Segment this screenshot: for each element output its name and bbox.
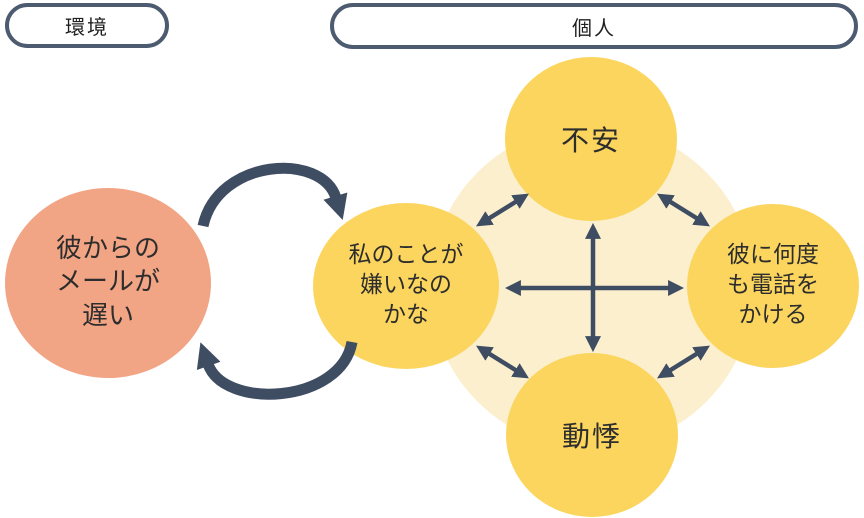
node-text-line: 私のことが [348, 242, 464, 269]
cycle-arrow-top [197, 162, 348, 228]
node-text-line: 彼からの [55, 234, 160, 265]
individual-label: 個人 [572, 15, 616, 40]
node-text-line: 遅い [81, 300, 134, 331]
environment-label: 環境 [65, 15, 109, 39]
node-body-reaction: 動悸 [506, 353, 678, 517]
node-text-line: かける [738, 301, 808, 328]
node-thought: 私のことが 嫌いなの かな [313, 203, 499, 369]
node-text-line: メールが [55, 267, 160, 298]
node-text-line: も電話を [727, 272, 819, 299]
node-text-line: かな [383, 301, 429, 328]
node-text-line: 嫌いなの [360, 272, 452, 299]
individual-pill: 個人 [330, 3, 858, 49]
node-behavior: 彼に何度 も電話を かける [687, 204, 859, 368]
node-label: 不安 [560, 124, 621, 157]
environment-pill: 環境 [5, 3, 169, 48]
node-label: 動悸 [561, 420, 622, 453]
cycle-arrow-bottom [196, 340, 358, 400]
node-text-line: 彼に何度 [727, 242, 819, 269]
node-trigger-event: 彼からの メールが 遅い [5, 188, 211, 378]
node-emotion: 不安 [505, 57, 677, 221]
